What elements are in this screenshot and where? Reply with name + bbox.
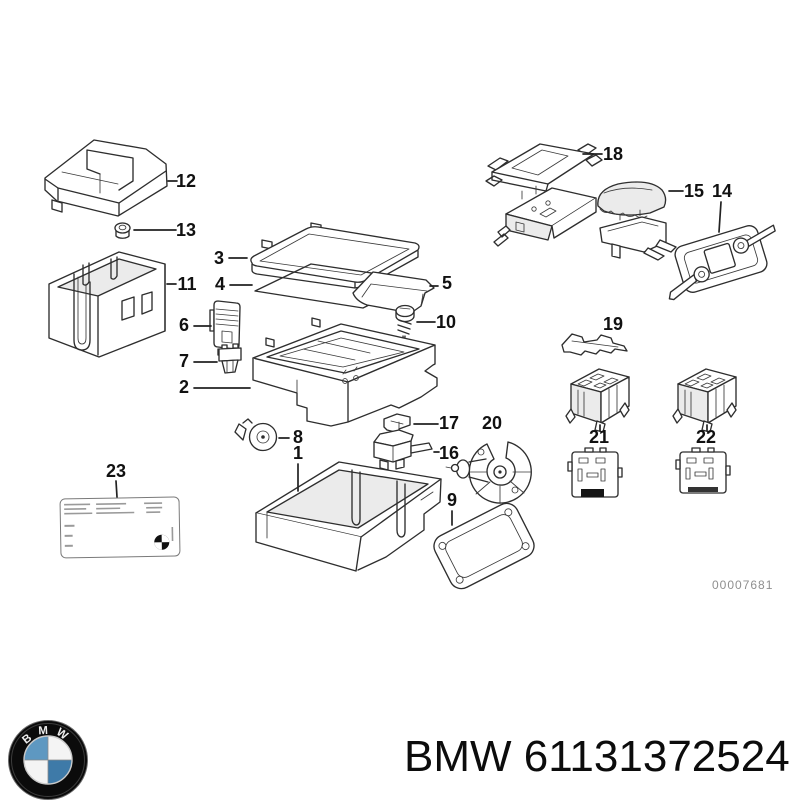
callout-11: 11 (177, 274, 196, 294)
callout-4: 4 (215, 274, 225, 294)
bmw-mini-roundel-icon (154, 534, 170, 550)
part-21-base-plate (567, 447, 623, 498)
part-23-label-sticker: 23 (59, 461, 181, 559)
bmw-roundel-logo: BMW (8, 720, 88, 800)
part-6-holder-block: 6 (179, 300, 241, 357)
part-7-fuse: 7 (179, 343, 242, 374)
part-15-cover-bracket: 15 (597, 181, 704, 261)
part-9-gasket: 9 (433, 490, 535, 590)
callout-19: 19 (603, 314, 623, 334)
callout-7: 7 (179, 351, 189, 371)
part-12-cover: 12 (44, 139, 196, 217)
callout-20: 20 (482, 413, 502, 433)
part-22-relay-socket: 22 (672, 368, 737, 494)
callout-16: 16 (439, 443, 459, 463)
callout-3: 3 (214, 248, 224, 268)
callout-21: 21 (589, 427, 609, 447)
drawing-number: 00007681 (712, 578, 773, 592)
part-5-bracket: 5 (352, 271, 452, 314)
part-14-screw-plate: 14 (668, 181, 776, 301)
part-18-relay-carrier: 18 (485, 143, 623, 247)
part-10-screw: 10 (395, 304, 456, 351)
callout-12: 12 (176, 171, 196, 191)
footer: BMW BMW 61131372524 (8, 720, 790, 800)
callout-23: 23 (106, 461, 126, 481)
part-21-relay-socket: 21 (565, 368, 630, 498)
part-20-clamp: 20 (445, 413, 532, 504)
callout-2: 2 (179, 377, 189, 397)
callout-15: 15 (684, 181, 704, 201)
part-1-lower-tray: 1 (255, 443, 442, 572)
callout-17: 17 (439, 413, 459, 433)
part-16-connector: 16 (373, 429, 459, 471)
part-number-label: BMW 61131372524 (404, 732, 790, 781)
callout-1: 1 (293, 443, 303, 463)
callout-5: 5 (442, 273, 452, 293)
callout-6: 6 (179, 315, 189, 335)
callout-22: 22 (696, 427, 716, 447)
callout-14: 14 (712, 181, 732, 201)
part-17-clip: 17 (383, 413, 459, 434)
part-8-grommet: 8 (234, 418, 303, 452)
part-3-lid: 3 (214, 222, 420, 289)
callout-9: 9 (447, 490, 457, 510)
callout-13: 13 (176, 220, 196, 240)
part-19-strip: 19 (561, 314, 628, 356)
part-13-nut: 13 (114, 220, 196, 240)
callout-10: 10 (436, 312, 456, 332)
part-2-upper-housing: 2 (179, 317, 438, 427)
part-22-base-plate (675, 447, 731, 494)
callout-18: 18 (603, 144, 623, 164)
part-11-lower-box: 11 (48, 251, 197, 358)
callout-8: 8 (293, 427, 303, 447)
